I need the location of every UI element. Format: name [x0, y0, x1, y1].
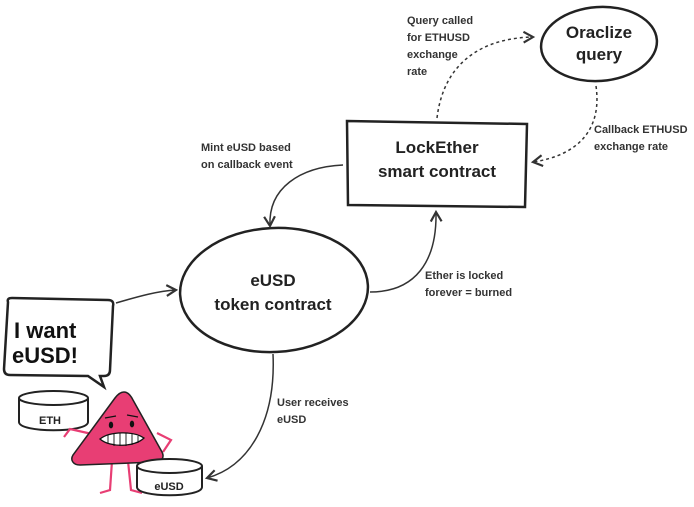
eth-can: ETH [18, 390, 89, 432]
user-to-contract-arrow [115, 284, 179, 304]
speech-bubble-line1: I want [14, 318, 77, 343]
eusd-can-label: eUSD [154, 481, 183, 493]
query-annotation: Query called for ETHUSD exchange rate [407, 15, 473, 78]
query-arrow [436, 30, 536, 119]
svg-text:rate: rate [407, 66, 427, 78]
svg-text:forever = burned: forever = burned [425, 287, 512, 299]
callback-annotation: Callback ETHUSD exchange rate [594, 124, 688, 153]
mint-arrow [263, 164, 344, 229]
speech-bubble: I want eUSD! [2, 296, 115, 391]
lock-ether-arrow [369, 209, 443, 293]
oraclize-query-label-line2: query [576, 45, 623, 64]
svg-text:eUSD: eUSD [277, 414, 306, 426]
svg-text:Mint eUSD based: Mint eUSD based [201, 142, 291, 154]
eth-can-label: ETH [39, 415, 61, 427]
lockether-contract-node: LockEther smart contract [345, 119, 529, 209]
svg-text:User receives: User receives [277, 397, 349, 409]
pink-character [63, 391, 173, 495]
receive-eusd-arrow [204, 353, 274, 482]
oraclize-query-node: Oraclize query [539, 5, 659, 83]
callback-arrow [530, 85, 598, 167]
svg-text:on callback event: on callback event [201, 159, 293, 171]
svg-text:Ether is locked: Ether is locked [425, 270, 503, 282]
svg-text:exchange: exchange [407, 49, 458, 61]
svg-text:exchange rate: exchange rate [594, 141, 668, 153]
eusd-can: eUSD [136, 458, 203, 497]
receives-annotation: User receives eUSD [277, 397, 349, 426]
lockether-label-line2: smart contract [378, 162, 496, 181]
svg-text:for ETHUSD: for ETHUSD [407, 32, 470, 44]
speech-bubble-line2: eUSD! [12, 343, 78, 368]
oraclize-query-label-line1: Oraclize [566, 23, 632, 42]
svg-text:Query called: Query called [407, 15, 473, 27]
svg-text:Callback ETHUSD: Callback ETHUSD [594, 124, 688, 136]
eusd-contract-label-line2: token contract [214, 295, 331, 314]
eusd-token-contract-node: eUSD token contract [178, 226, 370, 354]
locked-annotation: Ether is locked forever = burned [425, 270, 512, 299]
lockether-label-line1: LockEther [395, 138, 479, 157]
mint-annotation: Mint eUSD based on callback event [201, 142, 293, 171]
eusd-contract-label-line1: eUSD [250, 271, 295, 290]
